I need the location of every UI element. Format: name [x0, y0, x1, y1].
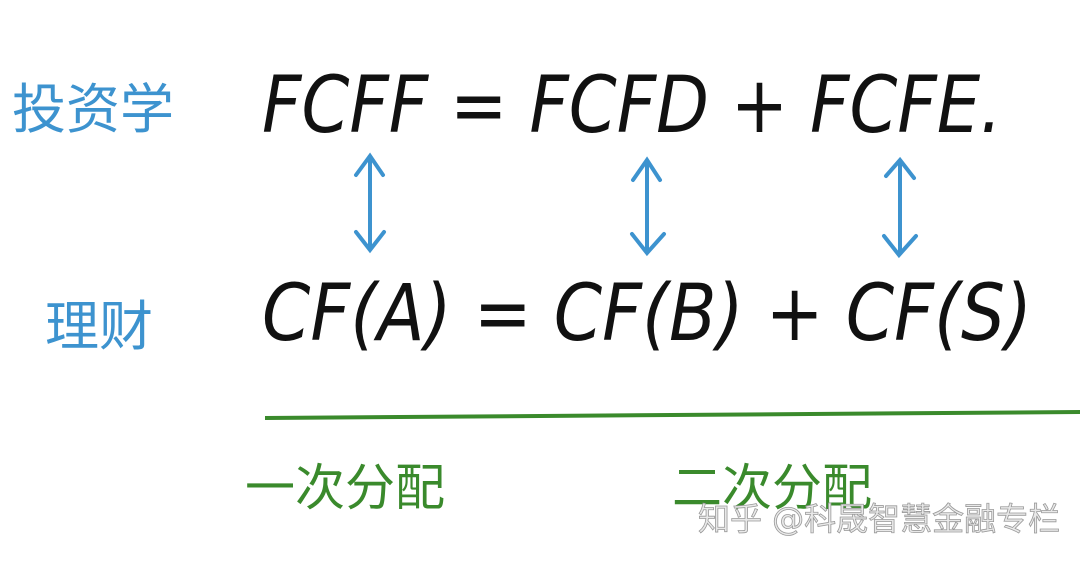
label-investment: 投资学 [12, 78, 174, 141]
equation-fcff: FCFF = FCFD + FCFE. [262, 61, 1002, 151]
double-arrow-icon [354, 152, 386, 254]
equation-cf: CF(A) = CF(B) + CF(S) [262, 269, 1032, 359]
divider-line [264, 410, 1080, 420]
label-second-distribution: 二次分配 [672, 459, 872, 517]
correspondence-arrows [354, 152, 918, 259]
double-arrow-icon [882, 156, 918, 259]
label-wealth-management: 理财 [45, 295, 153, 358]
watermark: 知乎 @科晟智慧金融专栏 [698, 500, 1060, 538]
label-first-distribution: 一次分配 [245, 459, 445, 517]
double-arrow-icon [630, 156, 666, 257]
